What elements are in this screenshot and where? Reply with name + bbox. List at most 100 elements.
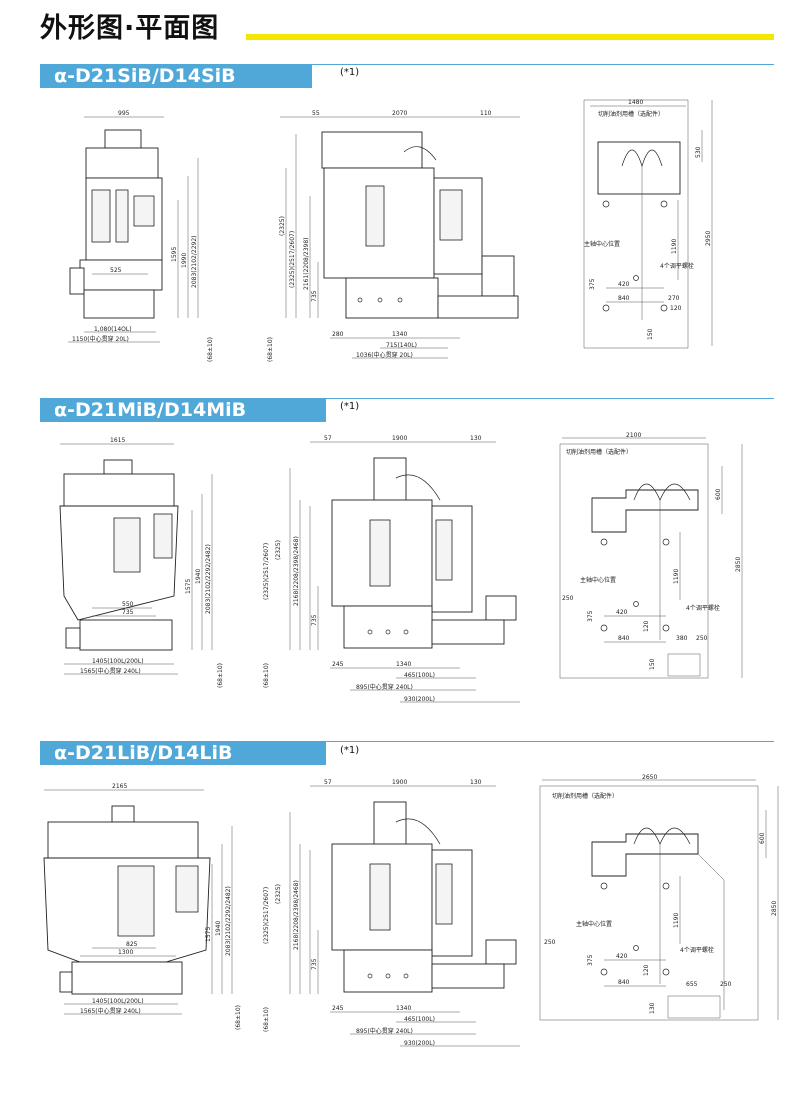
dim-text: (68±10) — [235, 1005, 242, 1030]
dim-text: 1940 — [195, 569, 202, 584]
dim-text: 525 — [110, 267, 122, 274]
plan-label: 主轴中心位置 — [576, 920, 612, 928]
title-underline — [246, 34, 774, 40]
dim-text: 465(100L) — [404, 1016, 435, 1023]
plan-label: 切削油剂用槽（选配件） — [598, 110, 664, 118]
dim-text: 57 — [324, 435, 332, 442]
dim-text: (68±10) — [263, 1007, 270, 1032]
dim-text: 840 — [618, 979, 630, 986]
section-title-s: α-D21SiB/D14SiB — [40, 64, 312, 88]
dim-text: 1340 — [392, 331, 407, 338]
dim-text: 245 — [332, 661, 344, 668]
dim-text: 250 — [720, 981, 732, 988]
plan-view-m: 2100 切削油剂用槽（选配件） 主轴中心位置 4个调平螺栓 420 840 3… — [559, 432, 743, 679]
dim-text: 840 — [618, 295, 630, 302]
plan-label: 切削油剂用槽（选配件） — [566, 448, 632, 456]
dim-text: 375 — [587, 954, 594, 966]
plan-label: 4个调平螺栓 — [686, 604, 720, 612]
front-view-s: 995 525 1,080(14OL) 1150(中心贯穿 20L) 1595 … — [68, 110, 214, 362]
dim-text: 280 — [332, 331, 344, 338]
dim-text: 130 — [470, 435, 482, 442]
note-s: (*1) — [340, 67, 360, 78]
plan-view-s: 1480 切削油剂用槽（选配件） 主轴中心位置 4个调平螺栓 420 840 3… — [583, 99, 713, 349]
plan-label: 4个调平螺栓 — [680, 946, 714, 954]
section-divider — [312, 64, 774, 65]
dim-text: 2950 — [705, 231, 712, 246]
dim-text: 2168(2208/2398/2468) — [293, 880, 300, 950]
section-title-m: α-D21MiB/D14MiB — [40, 398, 326, 422]
dim-text: 420 — [618, 281, 630, 288]
dim-text: 420 — [616, 609, 628, 616]
dim-text: 270 — [668, 295, 680, 302]
dim-text: 1900 — [392, 779, 407, 786]
dim-text: 1300 — [118, 949, 133, 956]
dim-text: 1340 — [396, 661, 411, 668]
dim-text: 2100 — [626, 432, 641, 439]
dim-text: 600 — [759, 832, 766, 844]
dim-text: 250 — [562, 595, 574, 602]
section-divider — [326, 398, 774, 399]
front-view-l: 2165 825 1300 1405(100L/200L) 1565(中心贯穿 … — [43, 783, 242, 1030]
dim-text: 2168(2208/2398/2468) — [293, 536, 300, 606]
dim-text: 2083(2102/2292/2482) — [205, 544, 212, 614]
dim-text: 130 — [470, 779, 482, 786]
dim-text: 840 — [618, 635, 630, 642]
dim-text: 735 — [122, 609, 134, 616]
dim-text: 825 — [126, 941, 138, 948]
dim-text: 380 — [676, 635, 688, 642]
dim-text: 1150(中心贯穿 20L) — [72, 335, 129, 343]
dim-text: 2070 — [392, 110, 407, 117]
plan-label: 4个调平螺栓 — [660, 262, 694, 270]
dim-text: 120 — [670, 305, 682, 312]
dim-text: 1190 — [671, 239, 678, 254]
dim-text: 375 — [587, 610, 594, 622]
plan-view-l: 2650 切削油剂用槽（选配件） 主轴中心位置 4个调平螺栓 420 840 3… — [539, 774, 779, 1021]
dim-text: 550 — [122, 601, 134, 608]
dim-text: 245 — [332, 1005, 344, 1012]
dim-text: 715(140L) — [386, 342, 417, 349]
dim-text: 735 — [311, 958, 318, 970]
dim-text: 150 — [647, 328, 654, 340]
dim-text: 1615 — [110, 437, 125, 444]
dim-text: 600 — [715, 488, 722, 500]
note-l: (*1) — [340, 745, 360, 756]
dim-text: 2850 — [735, 557, 742, 572]
dim-text: 120 — [643, 620, 650, 632]
dim-text: (2325)(2517/2607) — [289, 231, 296, 288]
dim-text: 1900 — [392, 435, 407, 442]
dim-text: 1036(中心贯穿 20L) — [356, 351, 413, 359]
dim-text: (2325)(2517/2607) — [263, 543, 270, 600]
dim-text: (2325) — [275, 884, 282, 904]
plan-label: 主轴中心位置 — [584, 240, 620, 248]
dim-text: 530 — [695, 146, 702, 158]
dim-text: 250 — [544, 939, 556, 946]
dim-text: 655 — [686, 981, 698, 988]
dim-text: 1565(中心贯穿 240L) — [80, 667, 141, 675]
dim-text: 995 — [118, 110, 130, 117]
dim-text: 1575 — [185, 579, 192, 594]
dim-text: 895(中心贯穿 240L) — [356, 683, 413, 691]
dim-text: (68±10) — [267, 337, 274, 362]
side-view-s: 55 2070 110 (2325)(2517/2607) (2325) 216… — [267, 110, 520, 362]
dim-text: 1405(100L/200L) — [92, 658, 144, 665]
dim-text: 375 — [589, 278, 596, 290]
dim-text: 57 — [324, 779, 332, 786]
dim-text: 1565(中心贯穿 240L) — [80, 1007, 141, 1015]
dim-text: 55 — [312, 110, 320, 117]
dim-text: 895(中心贯穿 240L) — [356, 1027, 413, 1035]
dim-text: 2083(2102/2292/2482) — [225, 886, 232, 956]
dim-text: 420 — [616, 953, 628, 960]
dim-text: (68±10) — [207, 337, 214, 362]
dim-text: 2650 — [642, 774, 657, 781]
dim-text: 2083(2102/2292) — [191, 235, 198, 288]
dim-text: 1190 — [673, 569, 680, 584]
dim-text: 930(200L) — [404, 1040, 435, 1047]
side-view-m: 57 1900 130 (2325)(2517/2607) (2325) 216… — [263, 435, 520, 703]
dim-text: 1940 — [215, 921, 222, 936]
dim-text: 1575 — [205, 927, 212, 942]
dim-text: 1340 — [396, 1005, 411, 1012]
dim-text: 1,080(14OL) — [94, 326, 132, 333]
dim-text: (68±10) — [263, 663, 270, 688]
dim-text: 130 — [649, 1002, 656, 1014]
